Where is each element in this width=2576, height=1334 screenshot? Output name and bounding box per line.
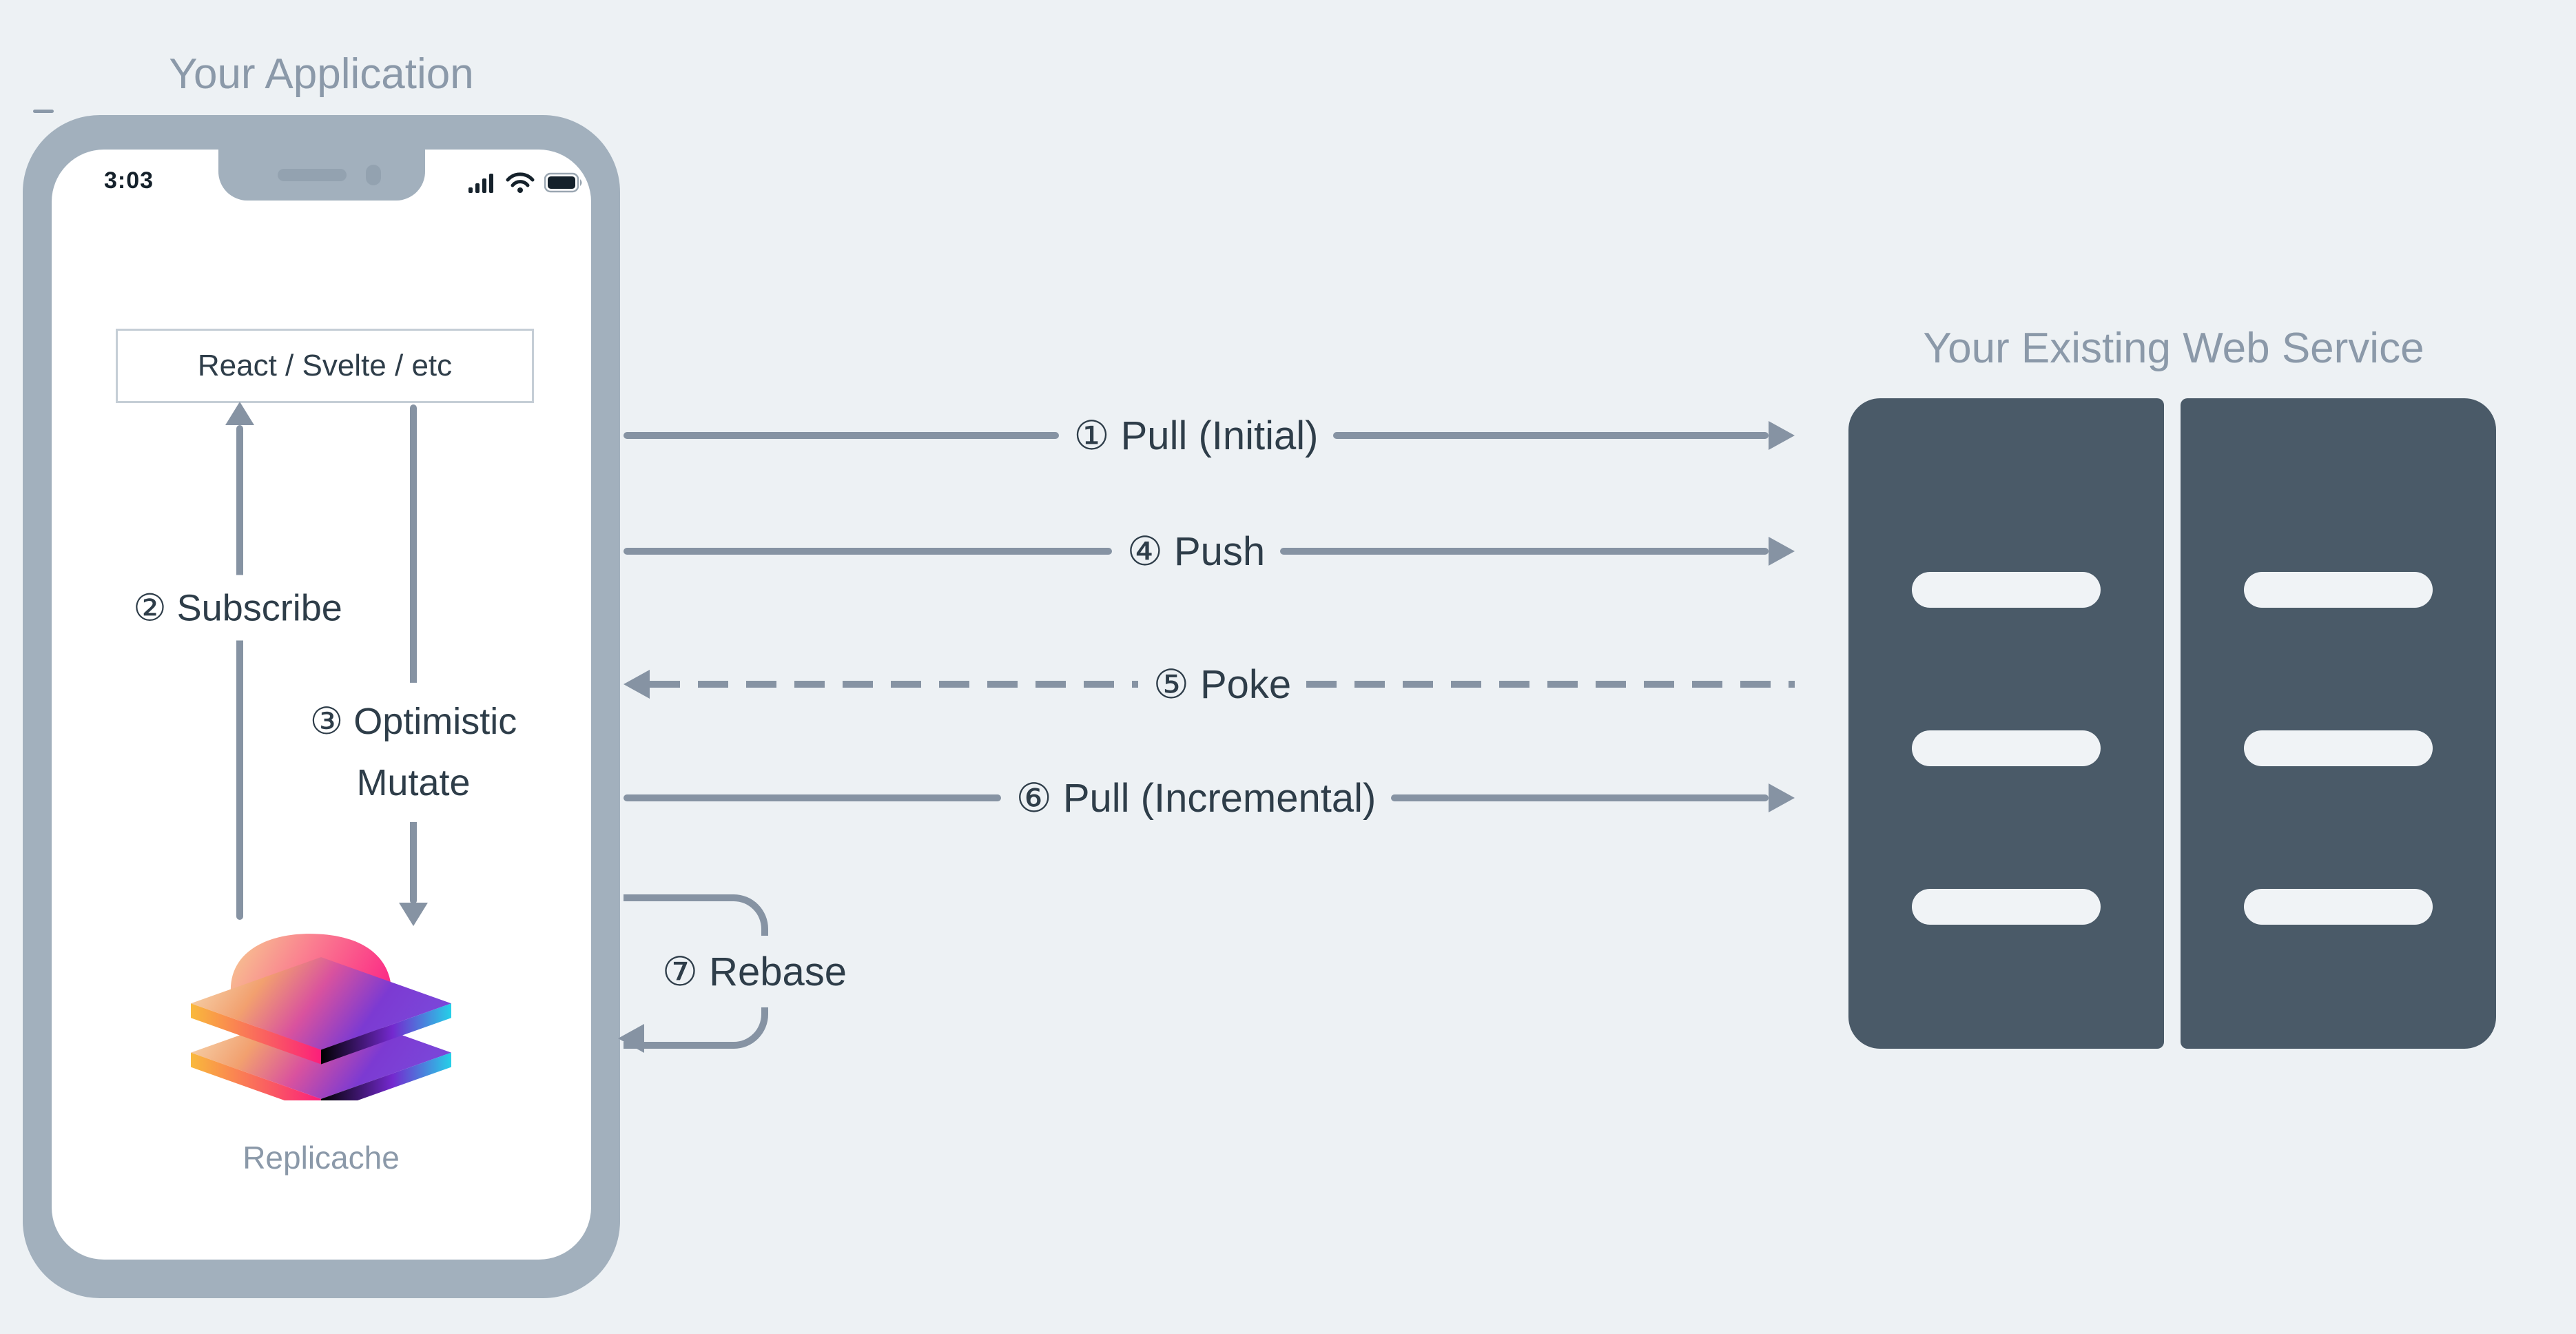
arrowhead-left-icon — [624, 670, 650, 699]
flow-line — [624, 548, 1112, 555]
phone-frame: 3:03 React / Svelte / etc — [23, 115, 620, 1298]
speaker-icon — [277, 169, 347, 181]
battery-icon — [544, 172, 582, 193]
flow-poke-label: ⑤ Poke — [1153, 662, 1292, 707]
arrowhead-right-icon — [1769, 537, 1795, 566]
subscribe-label: ② Subscribe — [130, 575, 345, 641]
server-slot — [1911, 572, 2101, 608]
server-slot — [2243, 889, 2433, 925]
status-icons — [468, 170, 584, 195]
arrowhead-down-icon — [399, 903, 428, 926]
signal-icon — [468, 174, 493, 193]
flow-line — [1333, 432, 1769, 439]
flow-push: ④ Push — [624, 524, 1795, 579]
server-slot — [2243, 572, 2433, 608]
application-title: Your Application — [169, 50, 474, 98]
mutate-label: ③ Optimistic Mutate — [300, 682, 527, 823]
flow-pull-initial-label: ① Pull (Initial) — [1073, 413, 1319, 458]
flow-rebase: ⑦ Rebase — [618, 894, 854, 1053]
camera-icon — [365, 165, 381, 185]
flow-line — [624, 432, 1059, 439]
server-tower-right — [2181, 398, 2496, 1049]
server-icon — [1848, 398, 2496, 1049]
flow-line — [624, 794, 1001, 801]
stray-dash — [33, 110, 54, 113]
subscribe-arrow-line — [236, 425, 243, 920]
flow-line-dashed — [650, 681, 1138, 688]
flow-line — [1391, 794, 1769, 801]
replicache-label: Replicache — [243, 1140, 400, 1176]
arrowhead-right-icon — [1769, 421, 1795, 450]
flow-pull-incremental: ⑥ Pull (Incremental) — [624, 770, 1795, 825]
server-slot — [1911, 889, 2101, 925]
server-tower-left — [1848, 398, 2164, 1049]
arrowhead-right-icon — [1769, 783, 1795, 812]
arrowhead-left-icon — [618, 1024, 644, 1053]
flow-pull-incremental-label: ⑥ Pull (Incremental) — [1016, 776, 1377, 821]
status-time: 3:03 — [104, 167, 154, 194]
flow-push-label: ④ Push — [1126, 529, 1266, 574]
framework-box-label: React / Svelte / etc — [197, 349, 453, 382]
flow-line-dashed — [1306, 681, 1795, 688]
framework-box: React / Svelte / etc — [116, 329, 534, 403]
flow-line — [1280, 548, 1769, 555]
arrowhead-up-icon — [225, 402, 254, 425]
mutate-arrow-line — [410, 404, 417, 904]
flow-rebase-label: ⑦ Rebase — [655, 936, 854, 1007]
phone-notch — [218, 150, 425, 201]
server-slot — [2243, 730, 2433, 766]
mutate-label-line1: ③ Optimistic — [309, 700, 517, 742]
mutate-label-line2: Mutate — [356, 762, 471, 803]
wifi-icon — [506, 172, 535, 193]
flow-pull-initial: ① Pull (Initial) — [624, 408, 1795, 463]
replicache-logo-icon — [191, 934, 451, 1100]
server-slot — [1911, 730, 2101, 766]
flow-poke: ⑤ Poke — [624, 657, 1795, 712]
web-service-title: Your Existing Web Service — [1923, 325, 2424, 372]
